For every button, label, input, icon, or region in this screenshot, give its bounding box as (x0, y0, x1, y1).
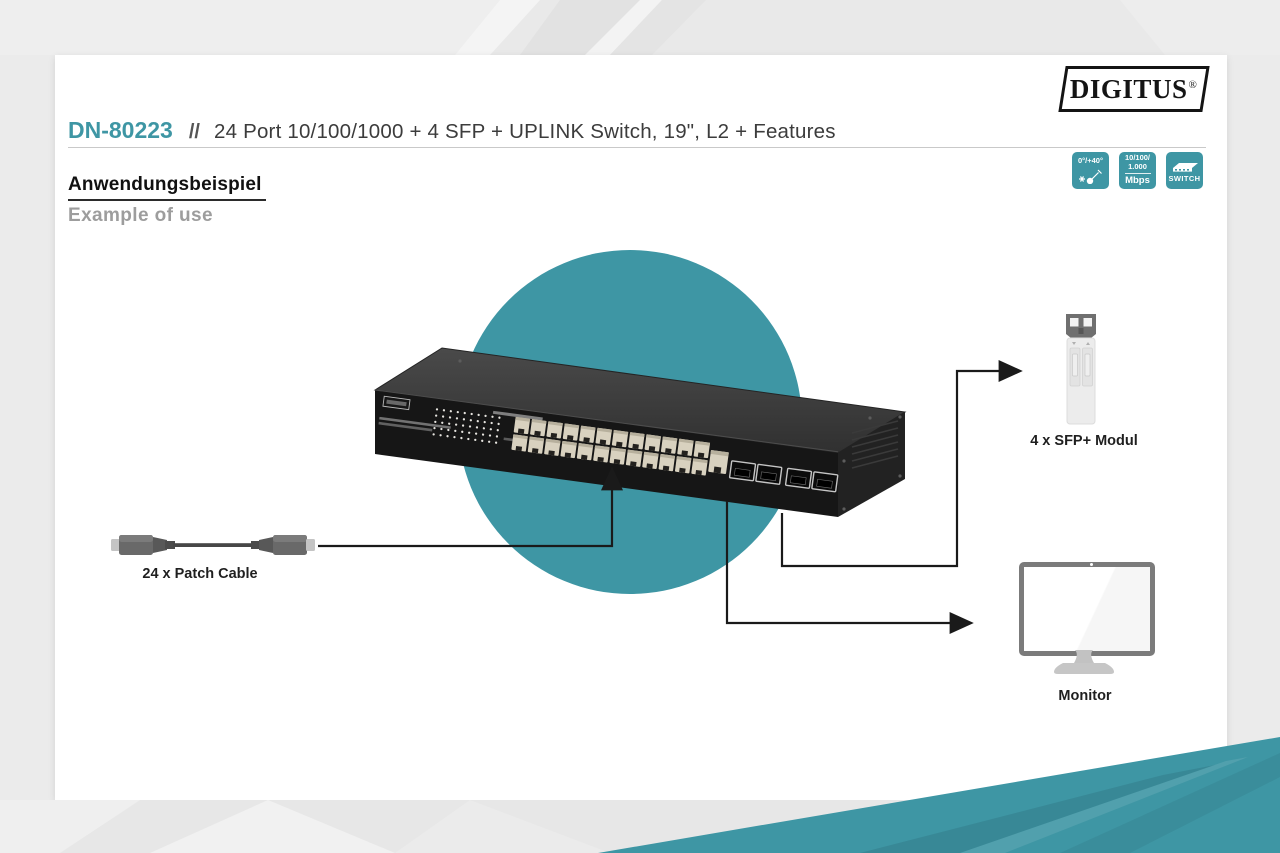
speed-badge: 10/100/ 1.000 Mbps (1119, 152, 1156, 189)
monitor-camera-dot (1090, 563, 1093, 566)
product-code: DN-80223 (68, 117, 173, 143)
sfp-module-icon (1066, 314, 1096, 425)
switch-badge-label: SWITCH (1168, 173, 1201, 183)
speed-unit: Mbps (1125, 175, 1150, 187)
feature-badges: 0°/+40° 10/100/ 1.000 Mbps SWITCH (1072, 152, 1203, 189)
section-heading: Anwendungsbeispiel Example of use (68, 174, 266, 227)
temperature-range-label: 0°/+40° (1078, 156, 1103, 166)
speed-line2: 1.000 (1128, 161, 1147, 171)
thermometer-icon (1078, 169, 1102, 184)
registered-mark: ® (1188, 78, 1198, 91)
patch-cable-label: 24 x Patch Cable (142, 566, 258, 582)
product-title: 24 Port 10/100/1000 + 4 SFP + UPLINK Swi… (213, 120, 836, 143)
monitor-screen (1024, 567, 1150, 651)
sfp-module-label: 4 x SFP+ Modul (1030, 433, 1138, 449)
digitus-logo-frame: DIGITUS® (1058, 66, 1210, 112)
brand-name: DIGITUS (1070, 73, 1188, 104)
digitus-logo-text: DIGITUS® (1070, 73, 1198, 104)
monitor-stand (1054, 650, 1114, 674)
network-switch-illustration (373, 347, 907, 517)
patch-cable-icon (111, 535, 315, 555)
page-title-row: DN-80223 // 24 Port 10/100/1000 + 4 SFP … (68, 117, 1208, 144)
temperature-badge: 0°/+40° (1072, 152, 1109, 189)
snowflake-icon (1078, 175, 1085, 182)
switch-icon (1172, 162, 1198, 172)
digitus-logo: DIGITUS® (1058, 66, 1210, 112)
top-banner (0, 0, 1280, 55)
switch-badge: SWITCH (1166, 152, 1203, 189)
title-underline (68, 147, 1206, 148)
section-heading-de: Anwendungsbeispiel (68, 174, 266, 201)
switch-mini-logo (382, 395, 411, 411)
speed-divider (1124, 173, 1151, 175)
speed-line1: 10/100/ (1124, 153, 1151, 163)
section-heading-en: Example of use (68, 205, 213, 226)
uplink-port (708, 449, 729, 475)
rj45-port-block (511, 416, 711, 476)
title-separator: // (188, 121, 200, 143)
monitor-icon (1019, 562, 1155, 656)
led-matrix (432, 408, 501, 444)
monitor-label: Monitor (1058, 688, 1112, 704)
